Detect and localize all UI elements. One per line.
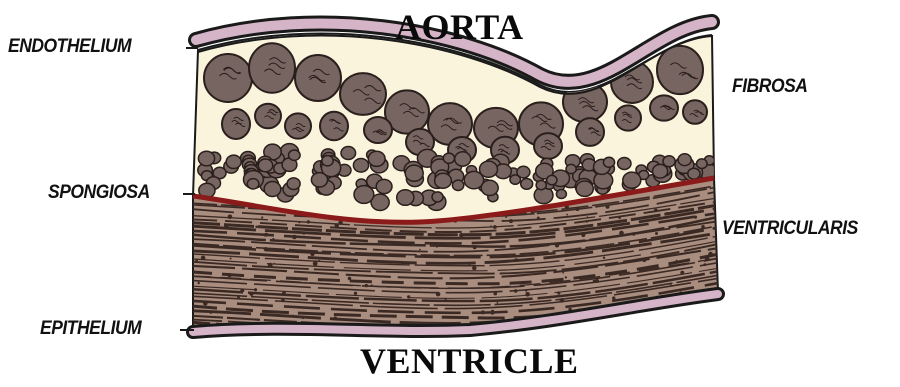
fibrosa-cell	[340, 73, 386, 115]
spongiosa-cell	[688, 168, 700, 179]
endothelium-label: ENDOTHELIUM	[8, 36, 131, 58]
spongiosa-cell	[264, 182, 281, 197]
fibrosa-label: FIBROSA	[732, 76, 807, 98]
aorta-label: AORTA	[395, 6, 524, 48]
spongiosa-cell	[455, 152, 471, 166]
spongiosa-cell	[443, 153, 454, 163]
spongiosa-cell	[603, 157, 614, 167]
spongiosa-cell	[258, 159, 272, 172]
spongiosa-cell	[536, 181, 546, 190]
spongiosa-cell	[618, 158, 631, 170]
spongiosa-cell	[226, 155, 241, 168]
spongiosa-cell	[289, 150, 301, 160]
fibrosa-cell	[285, 113, 311, 138]
spongiosa-cell	[481, 180, 498, 195]
fibrosa-cell	[249, 43, 295, 92]
spongiosa-cell	[697, 159, 708, 169]
ventricularis-label: VENTRICULARIS	[722, 218, 858, 240]
spongiosa-cell	[678, 154, 691, 166]
spongiosa-cell	[354, 186, 374, 204]
spongiosa-cell	[198, 151, 214, 166]
spongiosa-cell	[435, 173, 452, 188]
spongiosa-cell	[452, 180, 463, 190]
spongiosa-cell	[432, 192, 443, 202]
spongiosa-label: SPONGIOSA	[48, 182, 150, 204]
spongiosa-cell	[556, 190, 566, 199]
epithelium-label: EPITHELIUM	[40, 318, 141, 340]
spongiosa-cell	[623, 172, 641, 188]
fibrosa-cell	[576, 118, 604, 146]
spongiosa-cell	[521, 179, 533, 190]
spongiosa-cell	[405, 165, 423, 181]
spongiosa-cell	[517, 166, 530, 178]
spongiosa-cell	[322, 156, 333, 166]
fibrosa-cell	[534, 133, 562, 159]
fibrosa-cell	[204, 54, 252, 102]
fibrosa-cell	[320, 112, 348, 140]
fibrosa-cell	[650, 95, 678, 120]
spongiosa-cell	[368, 151, 385, 166]
spongiosa-cell	[653, 164, 668, 178]
fibrosa-cell	[615, 105, 641, 130]
spongiosa-cell	[480, 161, 498, 177]
spongiosa-cell	[341, 147, 356, 160]
spongiosa-cell	[376, 179, 392, 193]
spongiosa-cell	[547, 175, 557, 184]
ventricle-label: VENTRICLE	[360, 340, 579, 382]
spongiosa-cell	[287, 178, 300, 190]
spongiosa-cell	[353, 159, 368, 173]
fibrosa-cell	[683, 100, 707, 124]
spongiosa-cell	[247, 179, 259, 189]
spongiosa-cell	[576, 181, 593, 196]
fibrosa-cell	[657, 46, 703, 94]
spongiosa-cell	[397, 190, 414, 206]
